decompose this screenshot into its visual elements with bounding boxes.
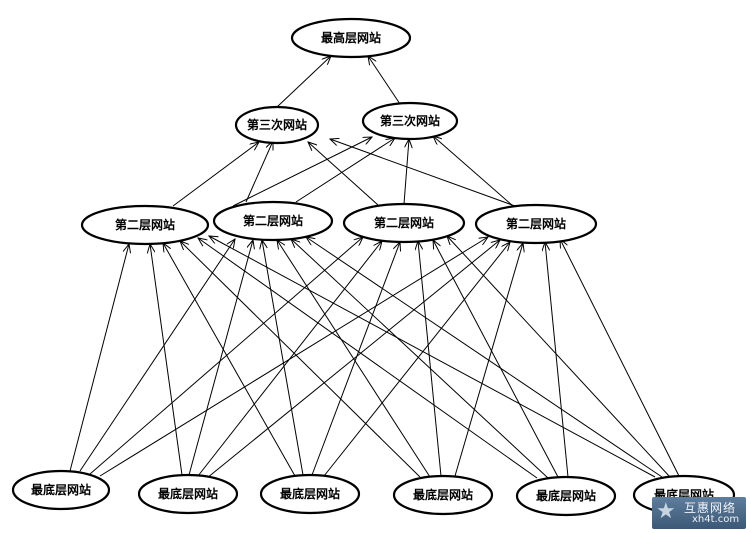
edge-bottom4-to-second2 <box>277 240 431 478</box>
node-bottom-4: 最底层网站 <box>392 474 494 516</box>
node-second-3-shape <box>342 202 466 244</box>
edge-second2-to-third2 <box>295 138 395 203</box>
node-bottom-1-shape <box>11 469 111 511</box>
node-bottom-3-label: 最底层网站 <box>280 486 340 501</box>
node-bottom-4-shape <box>392 474 494 516</box>
edge-bottom4-to-second3 <box>418 241 442 477</box>
edge-bottom3-to-second4 <box>323 242 510 477</box>
edge-bottom1-to-second2 <box>79 239 235 472</box>
edge-bottom3-to-second1 <box>163 243 296 477</box>
node-second-3-label: 第二层网站 <box>374 215 434 230</box>
edge-bottom2-to-second1 <box>150 244 183 476</box>
edge-bottom5-to-second1 <box>198 238 538 479</box>
node-second-4-shape <box>474 203 598 245</box>
edge-second1-to-third2 <box>232 137 372 207</box>
watermark-url: xh4t.com <box>692 514 740 525</box>
edge-bottom5-to-second4 <box>545 242 569 478</box>
edge-bottom3-to-second2 <box>262 240 304 476</box>
node-bottom-1: 最底层网站 <box>11 469 111 511</box>
node-bottom-3: 最底层网站 <box>259 473 361 515</box>
node-bottom-5-shape <box>515 475 617 517</box>
node-third-1: 第三次网站 <box>234 105 320 145</box>
edge-bottom2-to-second2 <box>188 240 253 476</box>
edge-second4-to-third2 <box>433 136 514 207</box>
node-top-label: 最高层网站 <box>321 30 381 45</box>
edge-bottom4-to-second4 <box>454 243 523 477</box>
edge-bottom6-to-second3 <box>447 236 671 478</box>
node-bottom-3-shape <box>259 473 361 515</box>
node-bottom-5-label: 最底层网站 <box>536 488 596 503</box>
star-icon: ★ <box>656 499 676 524</box>
edge-bottom6-to-second4 <box>560 239 680 477</box>
edge-second3-to-third1 <box>308 142 379 206</box>
edge-third2-to-top <box>368 56 401 105</box>
node-bottom-2: 最底层网站 <box>137 473 239 515</box>
edge-bottom1-to-second1 <box>69 244 129 472</box>
node-second-1: 第二层网站 <box>80 204 210 246</box>
edge-bottom3-to-second3 <box>311 242 400 476</box>
node-bottom-1-label: 最底层网站 <box>31 482 91 497</box>
node-bottom-4-label: 最底层网站 <box>413 487 473 502</box>
node-second-1-shape <box>80 204 210 246</box>
node-bottom-2-shape <box>137 473 239 515</box>
edge-bottom5-to-second3 <box>433 240 559 478</box>
edge-layer <box>69 56 680 479</box>
node-second-1-label: 第二层网站 <box>115 217 175 232</box>
edge-bottom5-to-second2 <box>291 239 549 479</box>
node-top-shape <box>290 17 412 59</box>
node-second-4-label: 第二层网站 <box>506 216 566 231</box>
edge-bottom2-to-second3 <box>197 241 382 477</box>
node-third-2-shape <box>361 101 459 141</box>
node-bottom-5: 最底层网站 <box>515 475 617 517</box>
node-bottom-2-label: 最底层网站 <box>158 486 218 501</box>
node-second-4: 第二层网站 <box>474 203 598 245</box>
edge-second4-to-third1 <box>330 139 516 207</box>
node-third-2: 第三次网站 <box>361 101 459 141</box>
edge-bottom4-to-second1 <box>180 241 421 478</box>
edge-second2-to-third1 <box>245 141 273 203</box>
edge-bottom6-to-second1 <box>209 236 656 478</box>
node-third-2-label: 第三次网站 <box>380 113 440 128</box>
node-top: 最高层网站 <box>290 17 412 59</box>
edge-second3-to-third2 <box>403 139 409 205</box>
watermark-title: 互惠网络 <box>684 501 737 515</box>
node-third-1-label: 第三次网站 <box>247 117 307 132</box>
node-second-3: 第二层网站 <box>342 202 466 244</box>
node-third-1-shape <box>234 105 320 145</box>
node-second-2-shape <box>212 200 334 242</box>
edge-bottom1-to-second4 <box>99 237 488 477</box>
edge-bottom6-to-second2 <box>306 237 663 478</box>
edge-second1-to-third1 <box>172 142 259 207</box>
watermark-logo: ★ 互惠网络 xh4t.com <box>652 497 746 529</box>
node-second-2-label: 第二层网站 <box>243 213 303 228</box>
node-second-2: 第二层网站 <box>212 200 334 242</box>
edge-third1-to-top <box>276 56 331 108</box>
